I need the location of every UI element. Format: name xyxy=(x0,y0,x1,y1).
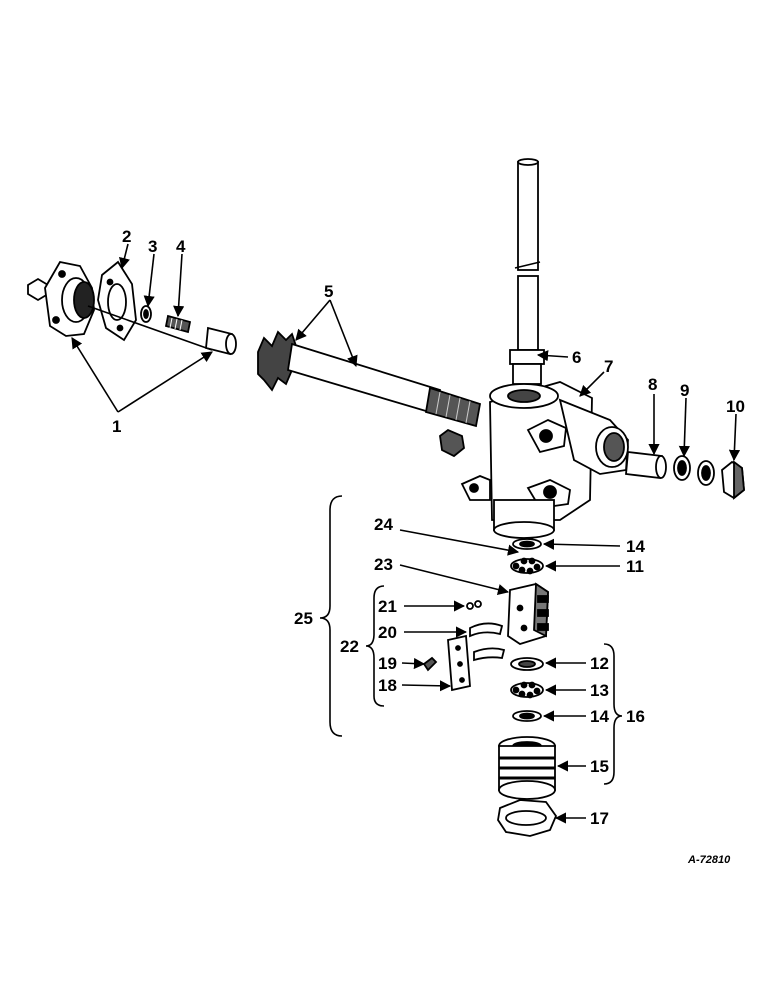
part-4-stud xyxy=(164,314,192,334)
callout-9: 9 xyxy=(680,381,689,400)
callout-11: 11 xyxy=(626,557,644,576)
callout-3: 3 xyxy=(148,237,157,256)
bushing xyxy=(205,326,237,356)
callout-24: 24 xyxy=(374,515,393,534)
callout-14-lower: 14 xyxy=(590,707,609,726)
part-24-seal xyxy=(512,538,542,550)
callout-16: 16 xyxy=(626,707,645,726)
callout-18: 18 xyxy=(378,676,397,695)
part-6-vertical-shaft xyxy=(509,158,545,385)
callout-7: 7 xyxy=(604,357,613,376)
part-5-pinion-shaft xyxy=(257,330,482,428)
part-1-flange xyxy=(27,260,95,337)
callout-12: 12 xyxy=(590,654,609,673)
part-9-washer xyxy=(673,455,691,481)
part-11-bearing xyxy=(510,557,544,575)
callout-14-upper: 14 xyxy=(626,537,645,556)
callout-15: 15 xyxy=(590,757,609,776)
callout-6: 6 xyxy=(572,348,581,367)
callout-5: 5 xyxy=(324,282,333,301)
callout-8: 8 xyxy=(648,375,657,394)
part-20-spring-lower xyxy=(473,647,506,662)
part-3-washer xyxy=(140,305,152,323)
bracket-16 xyxy=(603,643,623,785)
part-20-spring xyxy=(469,622,504,638)
part-2-gasket xyxy=(97,260,137,342)
part-19-screw xyxy=(422,656,438,672)
part-12-ring xyxy=(510,657,544,671)
callout-4: 4 xyxy=(176,237,186,256)
part-8-sleeve xyxy=(625,450,667,480)
part-18-clip xyxy=(447,634,471,692)
callout-13: 13 xyxy=(590,681,609,700)
callout-2: 2 xyxy=(122,227,131,246)
callout-21: 21 xyxy=(378,597,397,616)
callout-10: 10 xyxy=(726,397,745,416)
part-21-balls xyxy=(466,600,482,610)
leader-lines xyxy=(71,243,741,824)
callout-20: 20 xyxy=(378,623,397,642)
part-13-bearing xyxy=(510,681,544,699)
figure-reference: A-72810 xyxy=(687,854,731,866)
part-15-adjuster-plug xyxy=(498,736,556,800)
bracket-25 xyxy=(319,495,343,737)
callout-19: 19 xyxy=(378,654,397,673)
callout-22: 22 xyxy=(340,637,359,656)
plug-fitting xyxy=(439,428,465,458)
part-17-lock-nut xyxy=(497,799,558,837)
callout-17: 17 xyxy=(590,809,609,828)
part-7-housing xyxy=(460,381,629,539)
part-23-rack-block xyxy=(507,582,549,645)
callout-23: 23 xyxy=(374,555,393,574)
callout-25: 25 xyxy=(294,609,313,628)
bracket-22 xyxy=(365,585,385,707)
part-10-nut xyxy=(721,460,745,500)
lock-washer xyxy=(697,460,715,486)
part-14-race-lower xyxy=(512,710,542,722)
callouts: 1 2 3 4 5 6 7 8 9 10 24 14 11 23 21 25 2… xyxy=(112,227,745,828)
callout-1: 1 xyxy=(112,417,121,436)
